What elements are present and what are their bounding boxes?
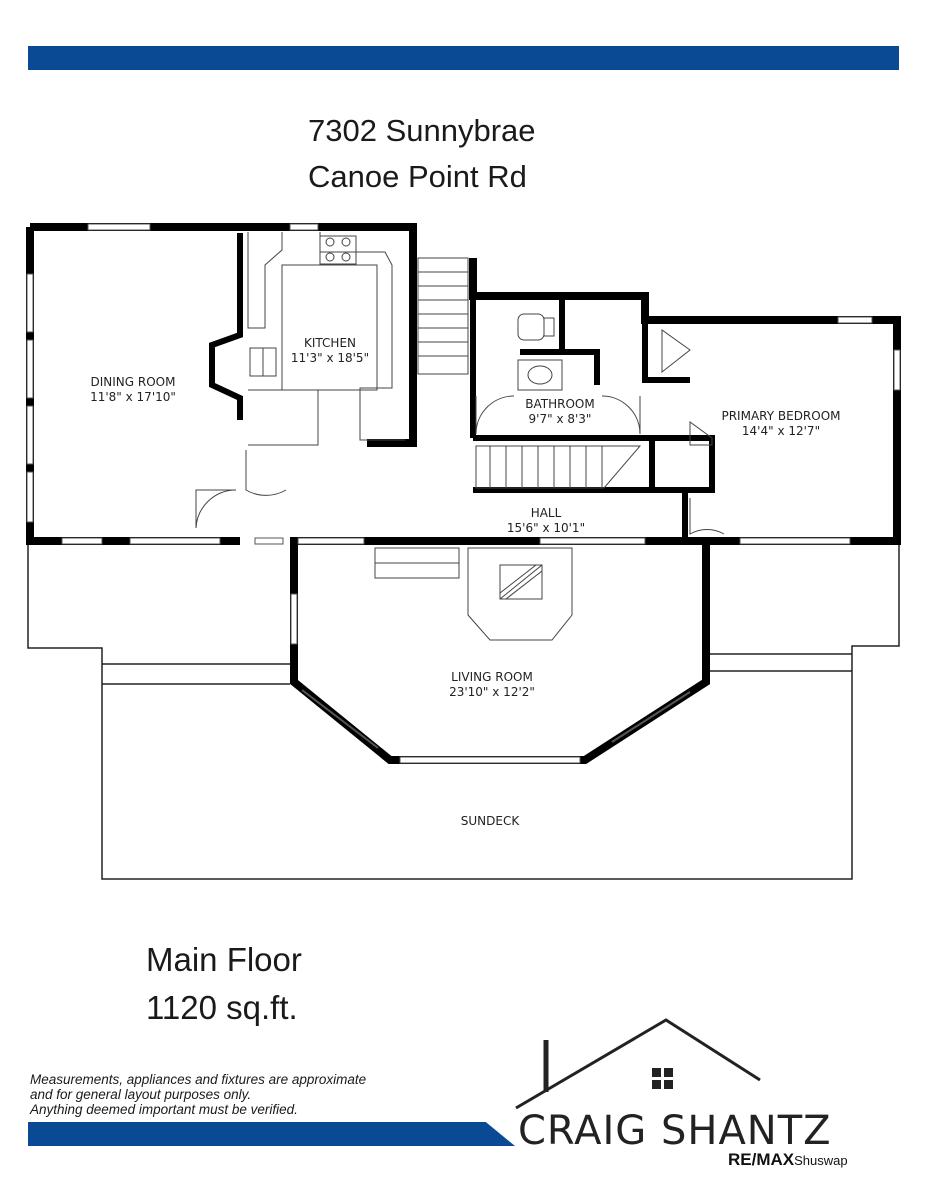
address-line-2: Canoe Point Rd: [308, 159, 527, 194]
room-label-primary-bedroom: PRIMARY BEDROOM 14'4" x 12'7": [721, 409, 840, 438]
disclaimer-line-2: and for general layout purposes only.: [30, 1087, 252, 1102]
bathroom-name: BATHROOM: [525, 397, 594, 411]
room-label-hall: HALL 15'6" x 10'1": [507, 506, 585, 535]
primary-bedroom-name: PRIMARY BEDROOM: [721, 409, 840, 423]
floor-area: 1120 sq.ft.: [146, 989, 298, 1026]
address-line-1: 7302 Sunnybrae: [308, 113, 536, 148]
kitchen-name: KITCHEN: [304, 336, 356, 350]
brand-company-name: RE/MAX: [728, 1150, 795, 1169]
living-room-size: 23'10" x 12'2": [449, 685, 535, 699]
fireplace: [467, 547, 573, 641]
property-address: 7302 Sunnybrae Canoe Point Rd: [308, 108, 536, 200]
entry-steps: [374, 547, 460, 579]
top-accent-bar: [28, 46, 899, 70]
hall-name: HALL: [531, 506, 562, 520]
brand-name: CRAIG SHANTZ: [518, 1108, 832, 1154]
bathroom-size: 9'7" x 8'3": [529, 412, 592, 426]
disclaimer-line-3: Anything deemed important must be verifi…: [30, 1102, 298, 1117]
sundeck-outline: [27, 545, 900, 880]
dining-room-name: DINING ROOM: [91, 375, 176, 389]
room-label-kitchen: KITCHEN 11'3" x 18'5": [291, 336, 369, 365]
room-label-bathroom: BATHROOM 9'7" x 8'3": [525, 397, 594, 426]
stairs-upper: [417, 257, 469, 375]
door-swings: [195, 329, 725, 535]
interior-walls: [209, 233, 715, 541]
bay-windows: [301, 689, 691, 749]
brand-region: Shuswap: [794, 1153, 848, 1168]
primary-bedroom-size: 14'4" x 12'7": [742, 424, 820, 438]
brand-company: RE/MAXShuswap: [728, 1150, 848, 1170]
sundeck-name: SUNDECK: [461, 814, 521, 828]
kitchen-size: 11'3" x 18'5": [291, 351, 369, 365]
floor-name: Main Floor: [146, 941, 302, 978]
bottom-accent-bar: [28, 1122, 515, 1146]
room-label-dining: DINING ROOM 11'8" x 17'10": [90, 375, 176, 404]
windows: [26, 223, 901, 764]
hall-size: 15'6" x 10'1": [507, 521, 585, 535]
living-room-name: LIVING ROOM: [451, 670, 533, 684]
kitchen-counters: [247, 232, 405, 446]
stairs-lower: [475, 445, 642, 489]
floor-summary: Main Floor 1120 sq.ft.: [146, 936, 302, 1032]
room-label-living: LIVING ROOM 23'10" x 12'2": [449, 670, 535, 699]
house-logo-icon: [515, 1018, 761, 1110]
disclaimer: Measurements, appliances and fixtures ar…: [30, 1072, 366, 1117]
dining-room-size: 11'8" x 17'10": [90, 390, 176, 404]
bathroom-fixtures: [517, 313, 563, 391]
disclaimer-line-1: Measurements, appliances and fixtures ar…: [30, 1072, 367, 1087]
